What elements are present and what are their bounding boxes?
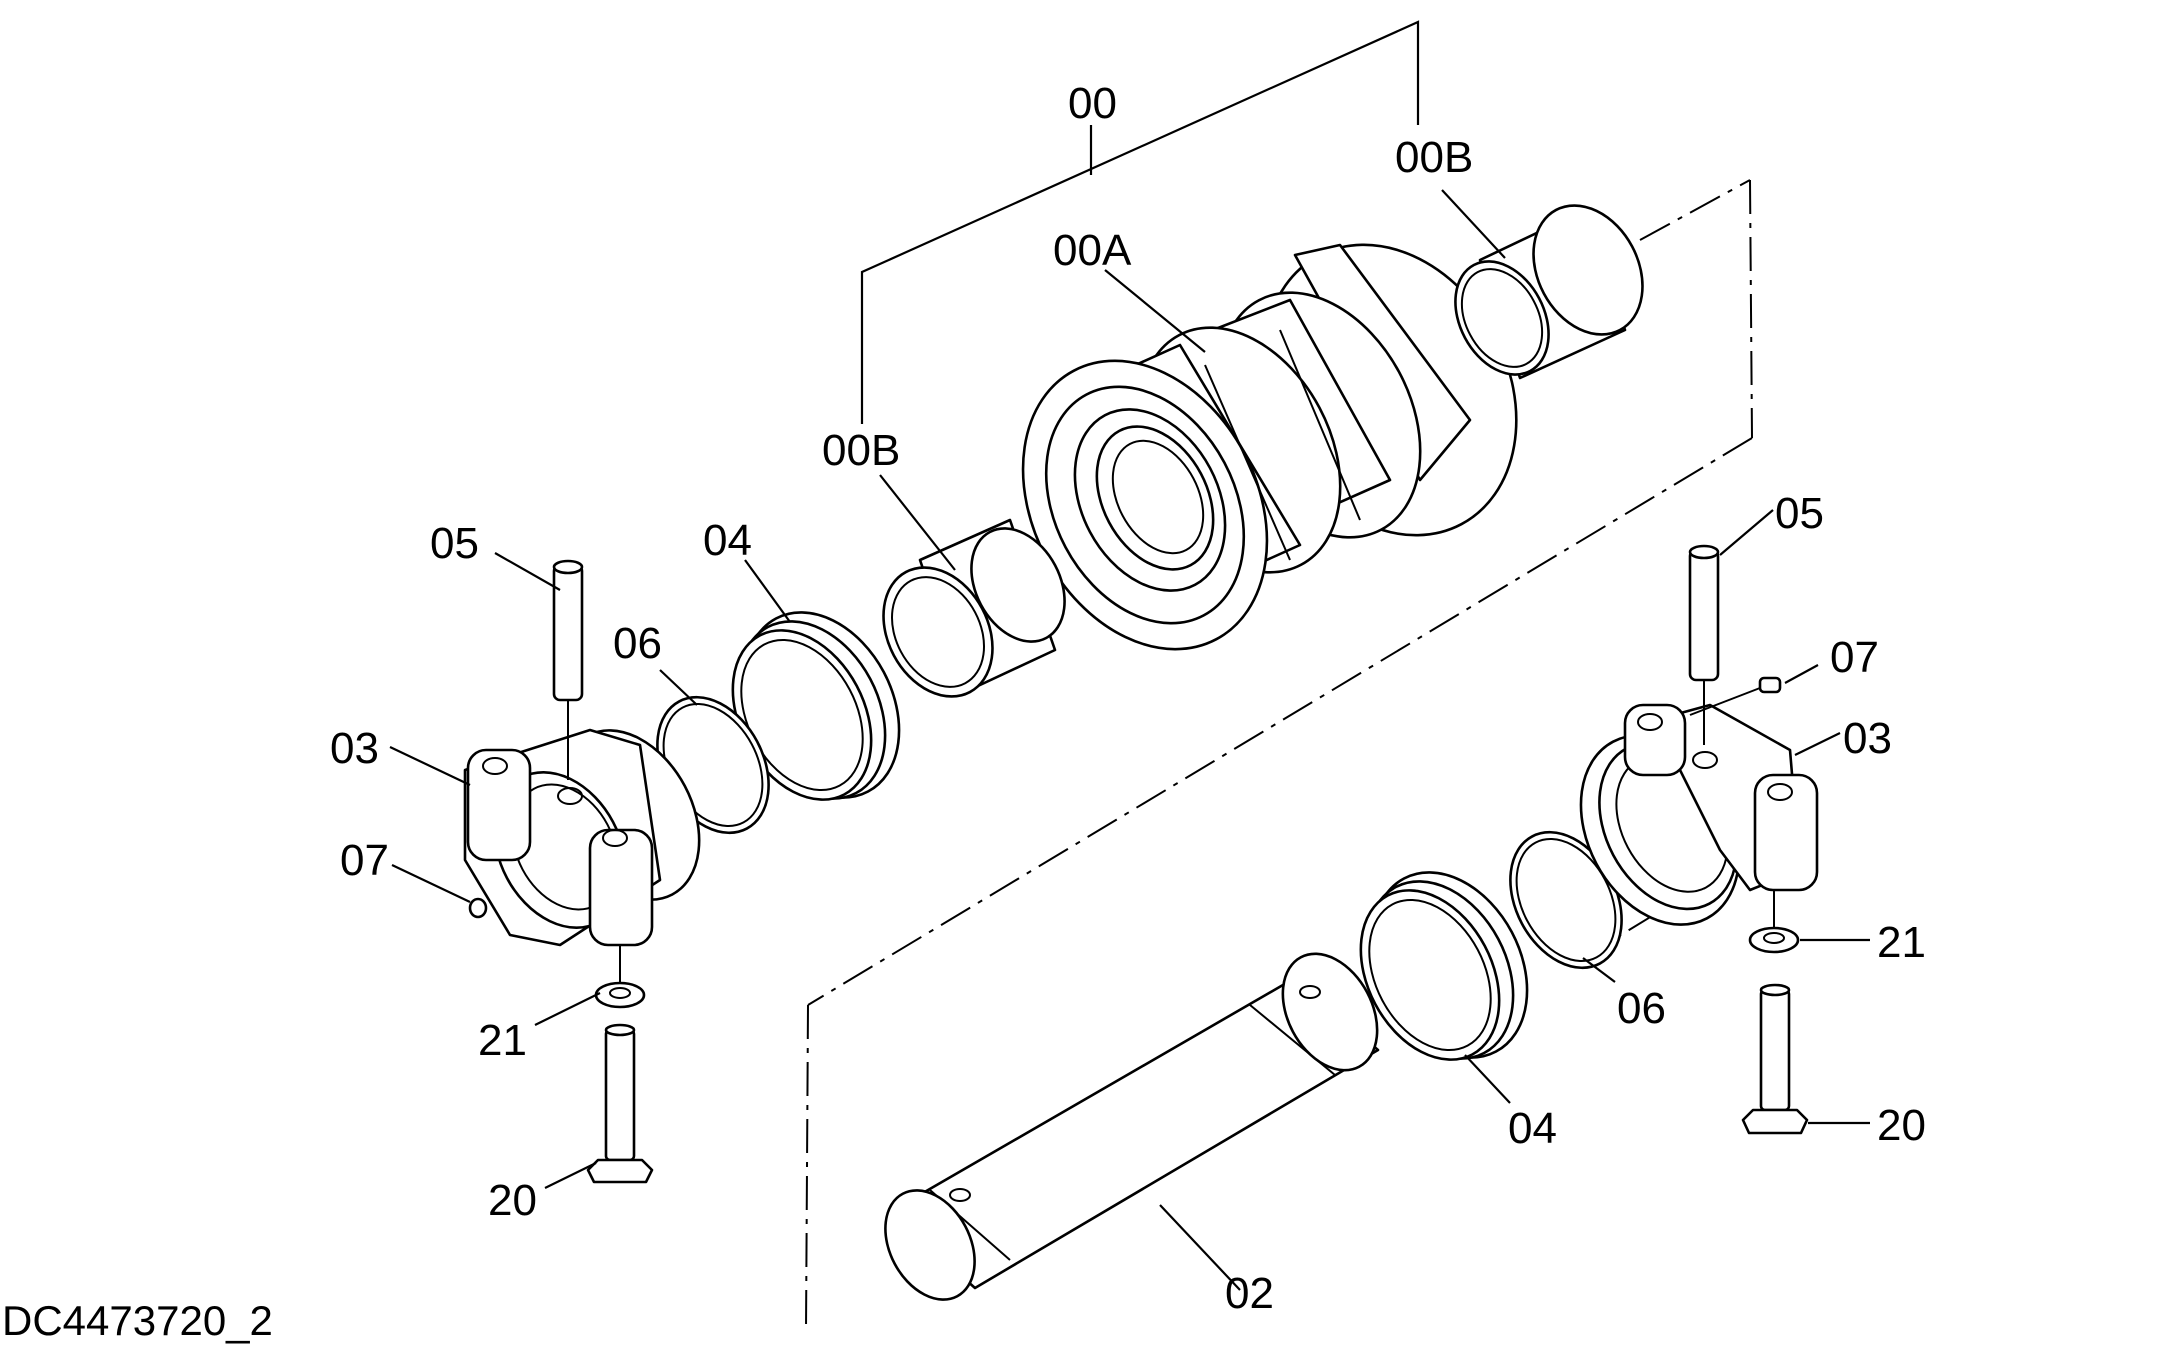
callout-07-right: 07 — [1830, 633, 1879, 682]
callout-21-left: 21 — [478, 1016, 527, 1065]
callout-00B-left: 00B — [822, 426, 900, 475]
pin-05-right — [1688, 544, 1720, 745]
callout-00A: 00A — [1053, 226, 1132, 275]
collar-03-left — [463, 728, 701, 947]
callout-00: 00 — [1068, 79, 1117, 128]
callout-03-left: 03 — [330, 724, 379, 773]
callout-20-left: 20 — [488, 1176, 537, 1225]
pin-05-left — [552, 559, 584, 780]
callout-00B-top: 00B — [1395, 133, 1473, 182]
shaft-02 — [884, 952, 1380, 1301]
bolt-20-left — [586, 1023, 654, 1184]
callout-06-right: 06 — [1617, 984, 1666, 1033]
roller-body-00A — [1021, 243, 1518, 651]
leader-lines — [389, 189, 1870, 1291]
washer-21-left — [594, 945, 646, 1009]
callout-03-right: 03 — [1843, 714, 1892, 763]
callout-04-bottom: 04 — [1508, 1104, 1557, 1153]
bushing-00B-left — [882, 518, 1066, 698]
callout-21-right: 21 — [1877, 918, 1926, 967]
seal-04-bottom — [1359, 871, 1529, 1061]
callout-06-left: 06 — [613, 619, 662, 668]
washer-21-right — [1748, 890, 1800, 954]
screw-07-right — [1689, 676, 1782, 716]
assembly-bracket-00 — [860, 20, 1420, 424]
screw-07-left — [468, 897, 488, 919]
callout-04-top: 04 — [703, 516, 752, 565]
bushing-00B-top — [1454, 204, 1644, 380]
collar-03-right — [1579, 703, 1819, 926]
callout-20-right: 20 — [1877, 1101, 1926, 1150]
callout-07-left: 07 — [340, 836, 389, 885]
callout-labels: 00 00B 00A 00B 05 04 06 03 07 21 20 02 0… — [2, 79, 1926, 1344]
callout-05-right: 05 — [1775, 489, 1824, 538]
seal-04-top — [731, 611, 901, 801]
callout-02: 02 — [1225, 1269, 1274, 1318]
bolt-20-right — [1741, 983, 1809, 1135]
drawing-code: DC4473720_2 — [2, 1297, 273, 1344]
callout-05-left: 05 — [430, 519, 479, 568]
